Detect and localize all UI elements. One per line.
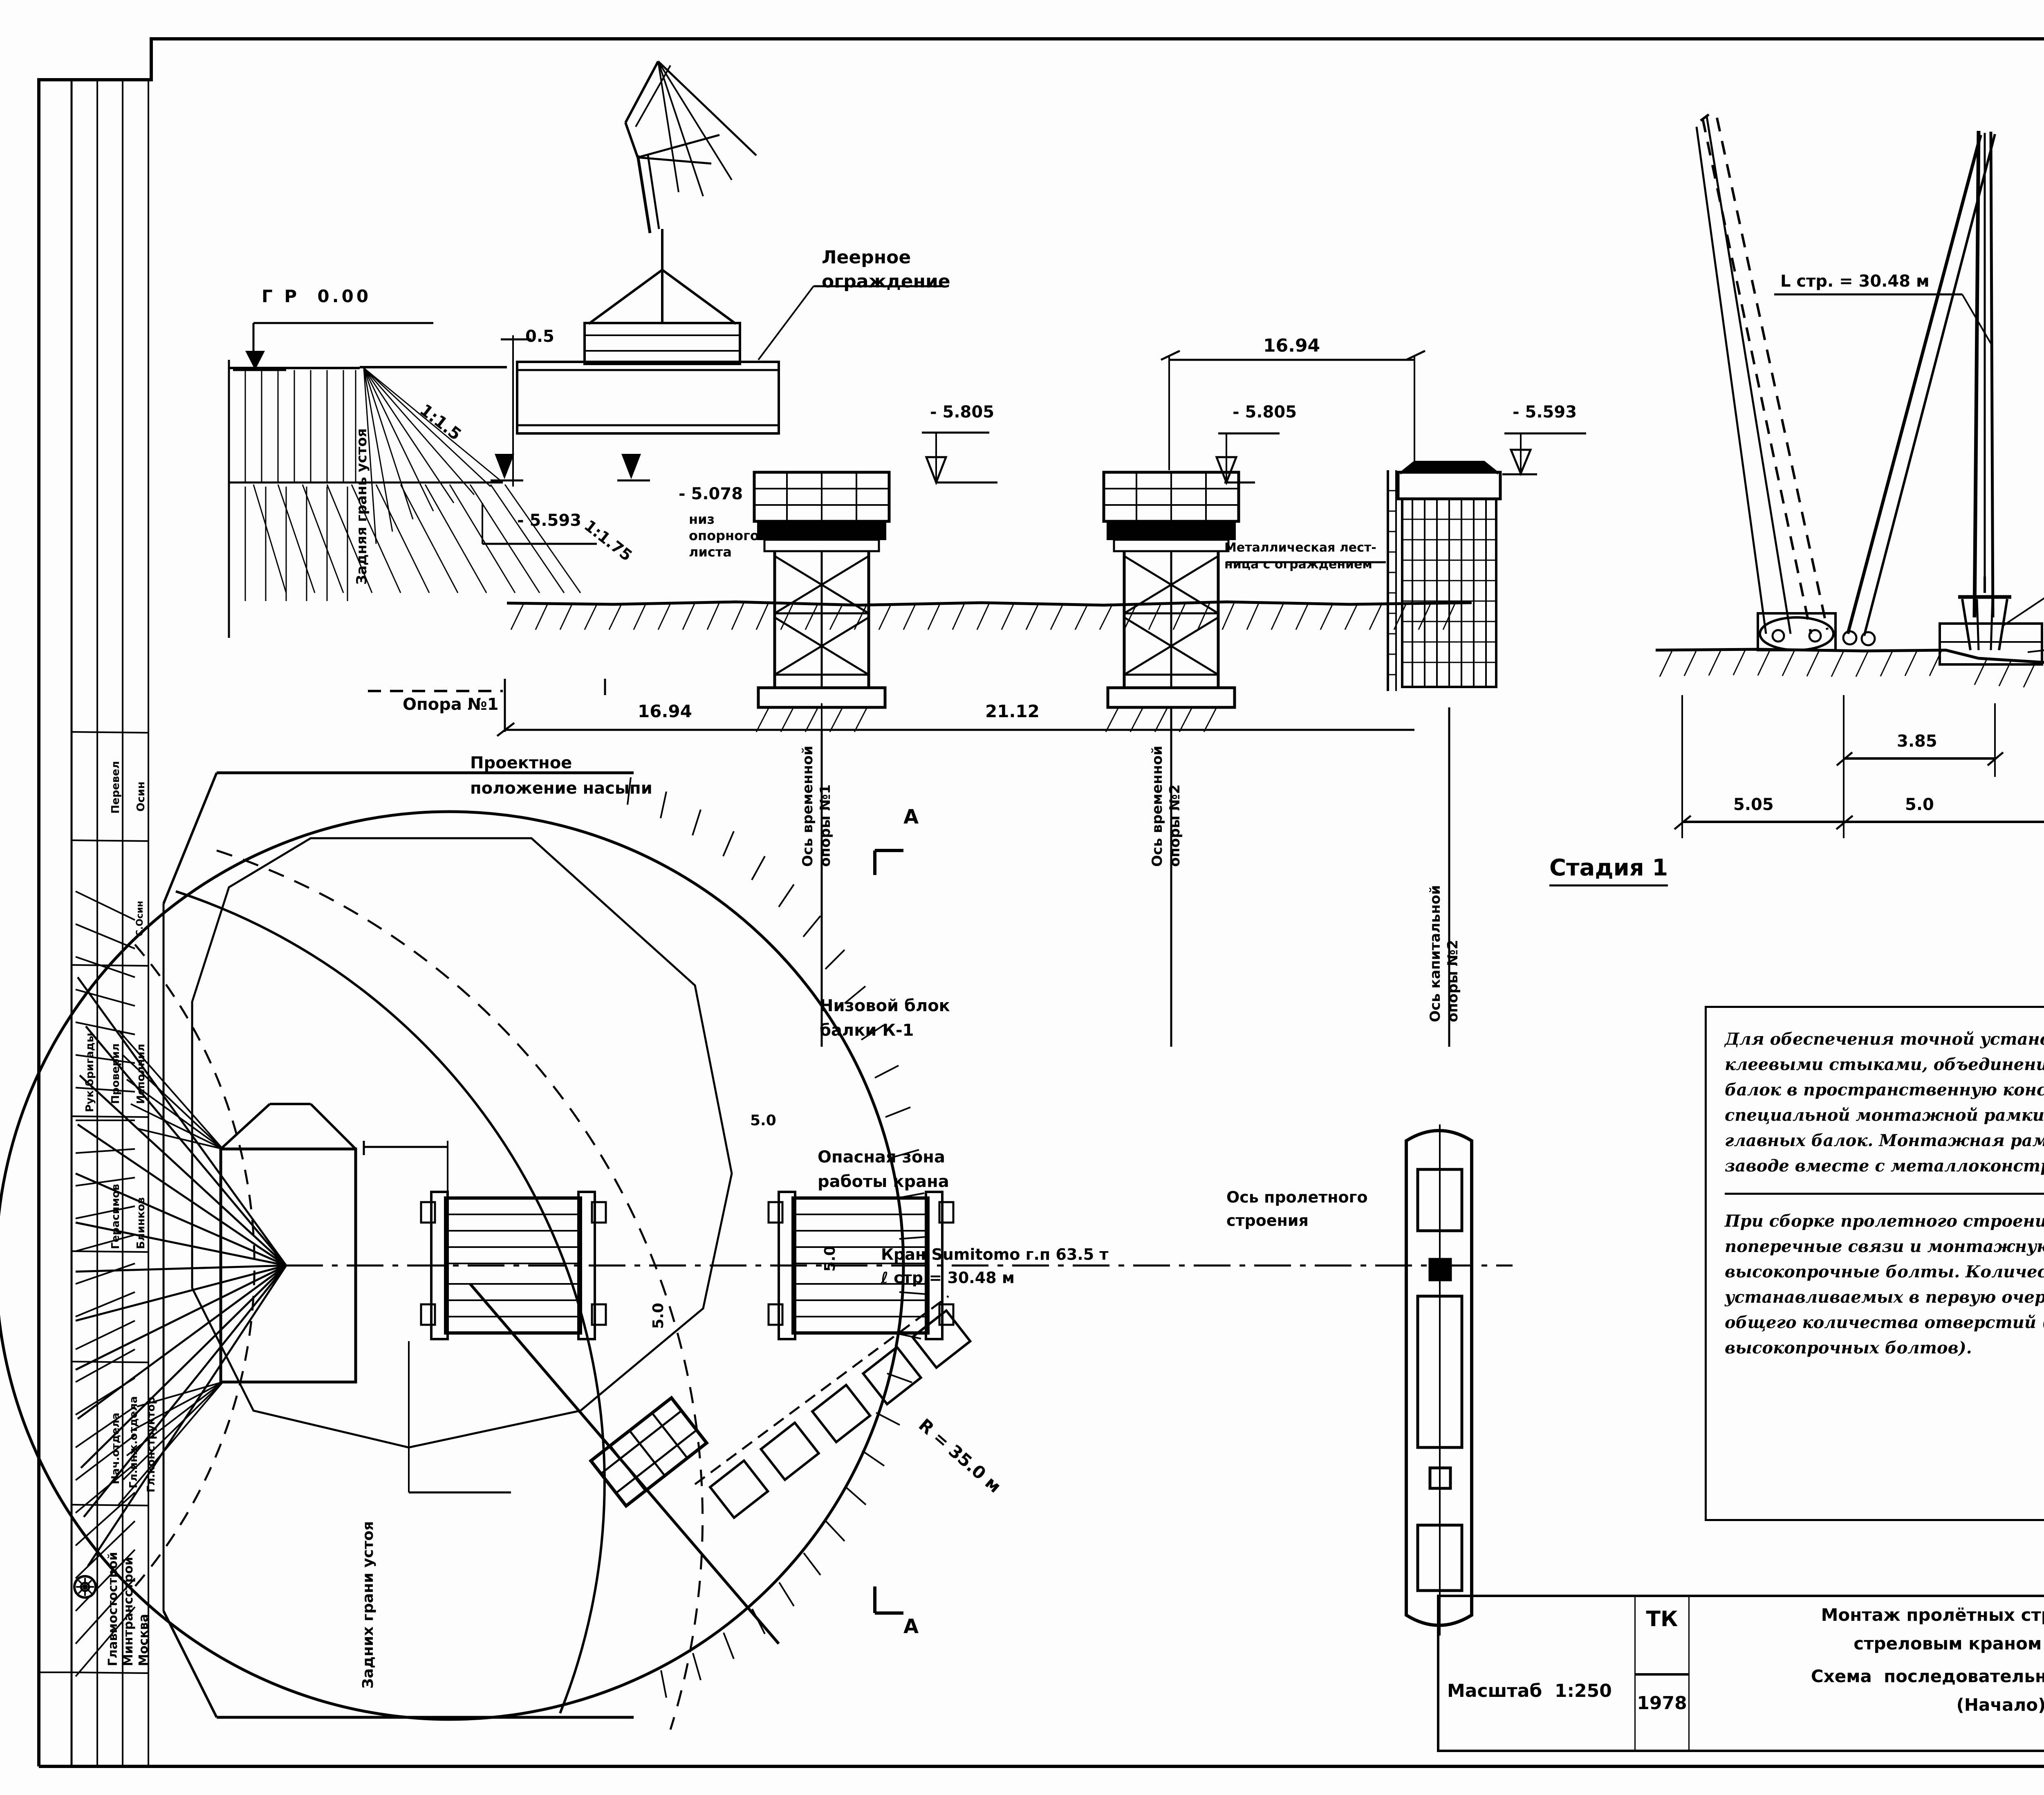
plan-view-svg [0, 771, 1513, 1730]
dim-2112-label: 21.12 [985, 701, 1040, 721]
section-mark-a-bottom [873, 1586, 903, 1615]
dim-50-label-section: 5.0 [1905, 795, 1934, 814]
elev-5805-right-label: - 5.805 [1233, 403, 1297, 422]
elev-5593-left-label: - 5.593 [517, 511, 582, 530]
scale-label: Масштаб 1:250 [1447, 1681, 1612, 1701]
dim-50-plan-b: 5.0 [822, 1245, 838, 1272]
dim-1694-top-label: 16.94 [1263, 335, 1320, 356]
section-aa-svg [1655, 113, 2044, 838]
dim-50-plan-c: 5.0 [650, 1303, 667, 1329]
grade-mark-label: Г Р 0.00 [262, 286, 372, 306]
back-face-label-plan: Задних грани устоя [360, 1521, 377, 1689]
title-block-frame [1437, 1595, 2044, 1752]
stage-label: Стадия 1 [1549, 855, 1668, 886]
note-paragraph-2: При сборке пролетного строения стыковые … [1725, 1212, 2044, 1357]
dim-505-label: 5.05 [1733, 795, 1774, 814]
boom-length-label-section: L стр. = 30.48 м [1780, 272, 1930, 291]
section-mark-a-top [873, 849, 903, 875]
support1-label: Опора №1 [403, 695, 499, 714]
elev-5805-left-label: - 5.805 [930, 403, 995, 422]
embankment-position-label: Проектное положение насыпи [470, 754, 652, 798]
title-line-2: стреловым краном с земли. [1853, 1633, 2042, 1654]
organization-emblem-icon [70, 1572, 100, 1602]
year-cell [1634, 1674, 1690, 1752]
crane-label: Кран Sumitomo г.п 63.5 т ℓ стр.= 30.48 м [881, 1245, 1109, 1287]
elev-5593-right-label: - 5.593 [1513, 403, 1577, 422]
section-mark-label-bottom: А [903, 1615, 919, 1638]
railing-label: Леерное ограждение [822, 247, 950, 292]
notes-text: Для обеспечения точной установки плит пр… [1707, 1008, 2044, 1393]
dim-385-label: 3.85 [1897, 732, 1937, 751]
section-mark-label-top: А [903, 806, 919, 828]
barge-plan-svg [1405, 1124, 1473, 1636]
stair-label: Металлическая лест- ница с ограждением [1224, 541, 1376, 572]
elev-5078-note: низ опорного листа [689, 512, 759, 560]
axis-span-label: Ось пролетного строения [1226, 1188, 1368, 1230]
elev-5078-label: - 5.078 [679, 485, 743, 503]
dim-1694-bottom-label: 16.94 [638, 701, 692, 721]
dim-50-plan-a: 5.0 [750, 1112, 776, 1129]
title-line-3: Схема последовательности монтажа. [1811, 1666, 2044, 1686]
elevation-view-svg [228, 61, 1586, 1047]
note-paragraph-1: Для обеспечения точной установки плит пр… [1725, 1027, 2044, 1195]
title-line-1: Монтаж пролётных строений 55.0 м [1821, 1605, 2044, 1625]
title-line-4: (Начало) [1956, 1695, 2044, 1715]
year-text: 1978 [1637, 1693, 1687, 1714]
code-cell [1634, 1595, 1690, 1674]
back-face-label-elevation: Задняя грань устоя [354, 428, 370, 585]
notes-panel: Для обеспечения точной установки плит пр… [1705, 1006, 2044, 1521]
offset-05-label: 0.5 [525, 327, 554, 346]
code-text: ТК [1646, 1607, 1678, 1631]
danger-zone-label: Опасная зона работы крана [818, 1148, 949, 1191]
lower-block-label: Низовой блок балки К-1 [820, 996, 950, 1040]
